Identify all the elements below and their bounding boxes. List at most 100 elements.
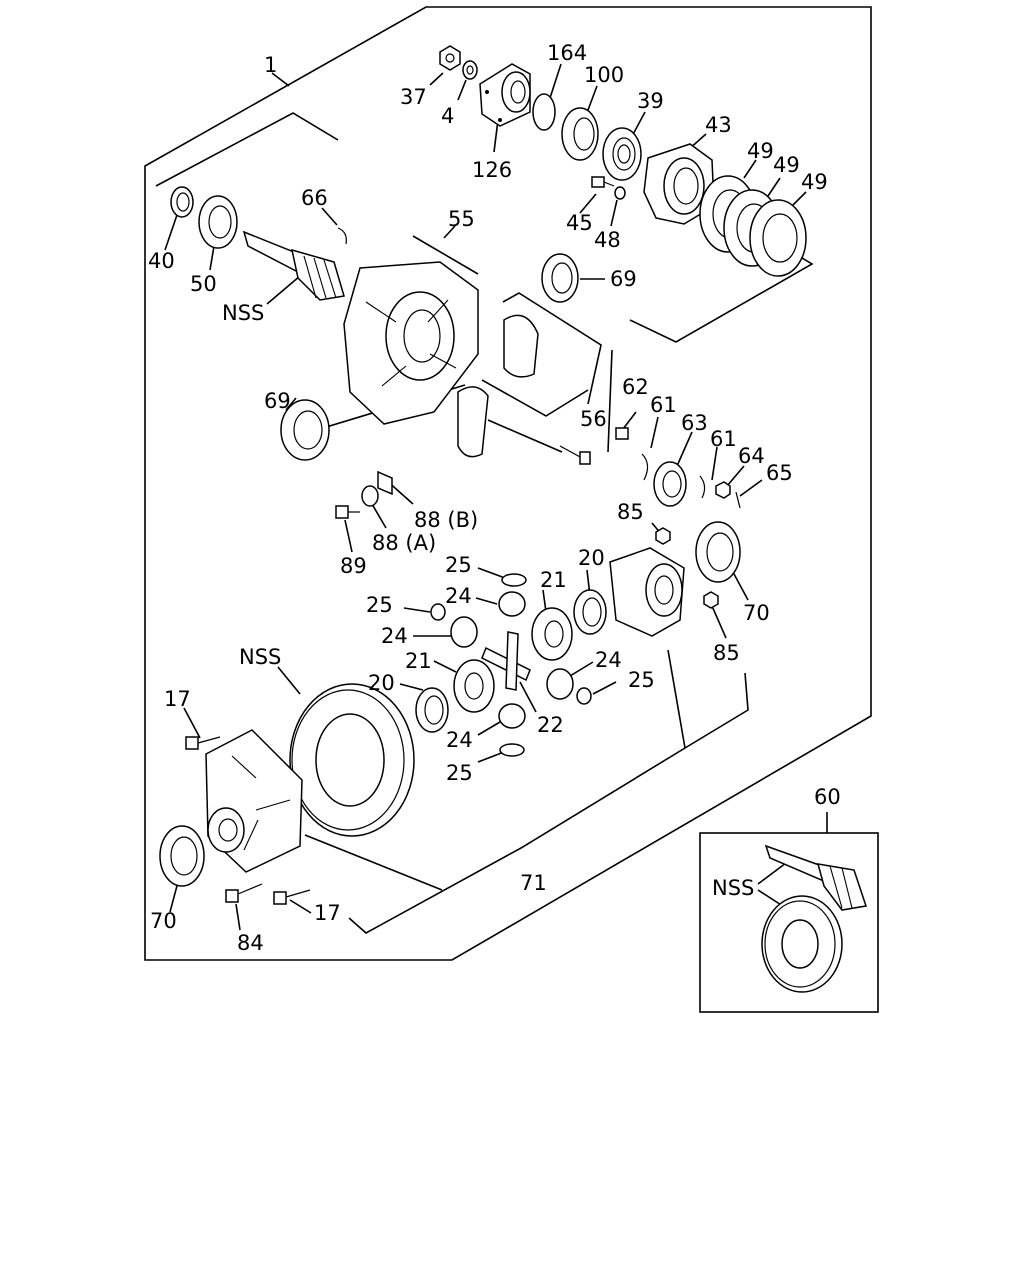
label-88b: 88 (B) (414, 508, 478, 532)
label-nss-gear-set: NSS (712, 876, 754, 900)
leader-55 (443, 225, 456, 239)
leader-20b (399, 683, 424, 691)
label-63: 63 (681, 411, 708, 435)
label-17a: 17 (164, 687, 191, 711)
nut-85a (655, 527, 671, 545)
leader-164 (549, 63, 562, 99)
leader-24d (477, 721, 501, 736)
leader-21a (542, 589, 547, 613)
flange-126 (479, 63, 531, 127)
bolt-84 (225, 883, 263, 903)
leader-25c (592, 681, 617, 695)
label-66: 66 (301, 186, 328, 210)
label-88a: 88 (A) (372, 531, 436, 555)
bearing-cap-56b (457, 386, 489, 458)
leader-37 (429, 72, 444, 86)
nut-85b (703, 591, 719, 609)
label-25a: 25 (445, 553, 472, 577)
label-85a: 85 (617, 500, 644, 524)
thrust-washer-20b (415, 687, 449, 733)
label-21b: 21 (405, 649, 432, 673)
leader-17b (289, 899, 312, 914)
label-61b: 61 (710, 427, 737, 451)
leader-63 (676, 431, 693, 467)
leader-69b (285, 397, 297, 411)
bearing-housing-43 (643, 143, 715, 225)
label-49c: 49 (801, 170, 828, 194)
leader-61a (650, 416, 659, 449)
leader-21b (433, 660, 457, 673)
washer-25c (576, 687, 592, 705)
leader-66 (321, 207, 338, 226)
label-61a: 61 (650, 393, 677, 417)
guide-bolt-56 (487, 419, 563, 453)
label-70a: 70 (743, 601, 770, 625)
leader-88a (371, 503, 387, 529)
leader-nss2 (277, 666, 301, 695)
bracket-17 (348, 747, 686, 934)
label-nss-pinion: NSS (222, 301, 264, 325)
bearing-race-69b (280, 399, 330, 461)
leader-1 (271, 72, 290, 87)
label-22: 22 (537, 713, 564, 737)
nut-37 (439, 45, 461, 71)
label-24d: 24 (446, 728, 473, 752)
bearing-70b (159, 825, 205, 887)
bolt-45 (591, 176, 615, 188)
bracket-56 (502, 292, 602, 405)
label-17b: 17 (314, 901, 341, 925)
leader-49b (767, 177, 781, 197)
label-55: 55 (448, 207, 475, 231)
nut-64 (715, 481, 731, 499)
label-70b: 70 (150, 909, 177, 933)
cross-shaft-22 (481, 631, 531, 691)
carrier-55 (343, 261, 479, 425)
leader-49a (743, 159, 757, 179)
ring-gear-nss (289, 683, 415, 837)
lock-plate-88b (377, 470, 393, 496)
leader-24c (569, 661, 594, 677)
inset-box-60 (699, 832, 879, 1013)
bracket-71 (667, 649, 749, 750)
label-4: 4 (441, 104, 454, 128)
leader-25b (403, 607, 431, 613)
label-37: 37 (400, 85, 427, 109)
label-100: 100 (584, 63, 624, 87)
washer-48 (614, 186, 626, 200)
drive-pinion-nss (242, 230, 345, 301)
differential-case-half (609, 547, 685, 637)
leader-49c (791, 191, 807, 207)
bolt-17b (273, 889, 311, 905)
leader-17a (183, 707, 201, 739)
label-50: 50 (190, 272, 217, 296)
label-43: 43 (705, 113, 732, 137)
bolt-62 (615, 427, 629, 440)
label-40: 40 (148, 249, 175, 273)
lock-plate-61a (641, 453, 649, 481)
leader-22 (519, 681, 537, 713)
gear-set-60-ring-gear (761, 895, 843, 993)
leader-64 (726, 465, 745, 487)
leader-25a (477, 567, 506, 579)
label-49b: 49 (773, 153, 800, 177)
leader-48 (610, 199, 618, 227)
pinion-gear-24d (498, 703, 526, 729)
leader-56 (607, 349, 613, 453)
label-25b: 25 (366, 593, 393, 617)
bearing-race-69a (541, 253, 579, 303)
washer-25b (430, 603, 446, 621)
o-ring-164 (532, 93, 556, 131)
assembly-outline (144, 6, 872, 961)
leader-25d (477, 751, 505, 763)
bracket-56-inner (481, 379, 589, 417)
label-164: 164 (547, 41, 587, 65)
leader-100 (587, 85, 598, 111)
oil-seal-100 (561, 107, 599, 161)
leader-4 (457, 79, 467, 101)
cotter-pin-65 (735, 491, 741, 509)
shim-40 (170, 186, 194, 218)
leader-84 (235, 903, 241, 931)
label-84: 84 (237, 931, 264, 955)
bracket-55 (412, 235, 479, 275)
label-25d: 25 (446, 761, 473, 785)
